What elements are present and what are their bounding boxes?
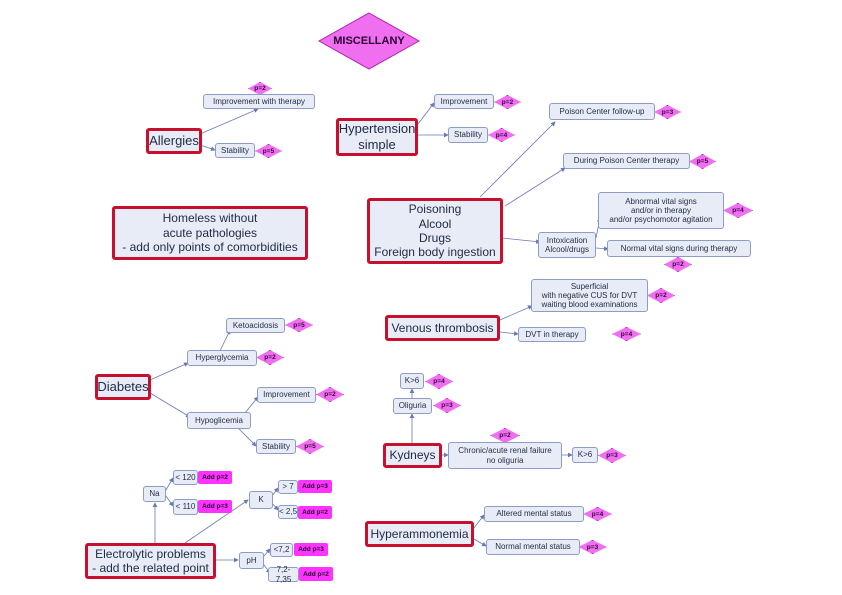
normal-mental-status-node[interactable]: Normal mental status <box>486 539 580 555</box>
kidneys-k6-node[interactable]: K>6 <box>572 447 598 463</box>
oliguria-badge: p=3 <box>433 398 461 413</box>
k-lt25-node[interactable]: < 2,5 <box>278 505 298 519</box>
allergies-node[interactable]: Allergies <box>146 128 202 154</box>
normal-mental-status-badge: p=3 <box>578 540 607 554</box>
kidneys-k6-badge: p=3 <box>598 448 626 463</box>
k-gt7-node[interactable]: > 7 <box>278 480 298 494</box>
superficial-badge: p=2 <box>647 288 675 303</box>
ph-lt72-tag: Add p=3 <box>294 543 328 556</box>
normal-vital-signs-badge: p=2 <box>664 257 692 272</box>
k-gt7-tag: Add p=3 <box>298 480 332 493</box>
electrolytic-problems-node[interactable]: Electrolytic problems - add the related … <box>85 543 216 579</box>
venous-thrombosis-node[interactable]: Venous thrombosis <box>385 315 500 341</box>
diabetes-stability-node[interactable]: Stability <box>256 439 296 454</box>
poison-center-followup-badge: p=3 <box>654 105 681 119</box>
homeless-node[interactable]: Homeless without acute pathologies - add… <box>112 206 308 260</box>
hyperglycemia-badge: p=2 <box>256 350 284 365</box>
ketoacidosis-node[interactable]: Ketoacidosis <box>226 318 285 333</box>
dvt-in-therapy-badge: p=4 <box>612 327 641 341</box>
abnormal-vital-signs-badge: p=4 <box>723 203 753 218</box>
kidneys-node[interactable]: Kydneys <box>383 443 442 468</box>
hypertension-stability-badge: p=4 <box>488 128 515 142</box>
poison-center-followup-node[interactable]: Poison Center follow-up <box>549 103 655 120</box>
normal-vital-signs-node[interactable]: Normal vital signs during therapy <box>607 240 751 257</box>
diabetes-improvement-node[interactable]: Improvement <box>257 387 316 403</box>
renal-failure-badge: p=2 <box>490 428 520 443</box>
renal-failure-node[interactable]: Chronic/acute renal failure no oliguria <box>448 442 562 469</box>
na-lt120-node[interactable]: < 120 <box>173 470 198 485</box>
ph-lt72-node[interactable]: <7,2 <box>270 543 293 557</box>
allergies-stability-node[interactable]: Stability <box>215 143 255 158</box>
hypertension-improvement-badge: p=2 <box>494 95 521 109</box>
ketoacidosis-badge: p=5 <box>285 318 313 332</box>
na-node[interactable]: Na <box>143 486 166 502</box>
diabetes-node[interactable]: Diabetes <box>95 374 151 400</box>
ph-range-tag: Add p=2 <box>299 567 333 581</box>
hypertension-node[interactable]: Hypertension simple <box>336 118 418 156</box>
hypertension-stability-node[interactable]: Stability <box>448 127 488 143</box>
hyperglycemia-node[interactable]: Hyperglycemia <box>187 350 257 366</box>
intoxication-node[interactable]: Intoxication Alcool/drugs <box>538 232 596 258</box>
dvt-in-therapy-node[interactable]: DVT in therapy <box>518 327 586 342</box>
poisoning-node[interactable]: Poisoning Alcool Drugs Foreign body inge… <box>367 198 503 264</box>
ph-range-node[interactable]: 7,2-7,35 <box>268 565 299 584</box>
na-lt110-node[interactable]: < 110 <box>173 499 198 515</box>
abnormal-vital-signs-node[interactable]: Abnormal vital signs and/or in therapy a… <box>598 192 724 229</box>
hyperammonemia-node[interactable]: Hyperammonemia <box>365 521 474 547</box>
oliguria-node[interactable]: Oliguria <box>393 398 432 414</box>
k-node[interactable]: K <box>249 491 273 509</box>
na-lt110-tag: Add p=3 <box>198 500 232 513</box>
diabetes-improvement-badge: p=2 <box>316 387 344 402</box>
ph-node[interactable]: pH <box>239 552 264 569</box>
k-lt25-tag: Add p=2 <box>298 506 332 519</box>
na-lt120-tag: Add p=2 <box>198 471 232 484</box>
allergies-stability-badge: p=5 <box>255 144 282 158</box>
allergies-improvement-badge: p=2 <box>248 82 272 95</box>
title-diamond: MISCELLANY <box>318 12 420 70</box>
diagram-title: MISCELLANY <box>333 35 405 47</box>
altered-mental-status-badge: p=4 <box>583 507 612 521</box>
hypertension-improvement-node[interactable]: Improvement <box>434 94 494 109</box>
during-poison-center-therapy-badge: p=5 <box>689 154 716 169</box>
hypoglicemia-node[interactable]: Hypoglicemia <box>187 412 251 429</box>
allergies-improvement-node[interactable]: Improvement with therapy <box>203 94 315 109</box>
superficial-node[interactable]: Superficial with negative CUS for DVT wa… <box>531 279 648 312</box>
diabetes-stability-badge: p=5 <box>296 439 324 454</box>
kidneys-k6-top-node[interactable]: K>6 <box>400 373 424 389</box>
altered-mental-status-node[interactable]: Altered mental status <box>484 506 584 522</box>
during-poison-center-therapy-node[interactable]: During Poison Center therapy <box>563 153 690 169</box>
kidneys-k6-top-badge: p=4 <box>425 374 453 389</box>
